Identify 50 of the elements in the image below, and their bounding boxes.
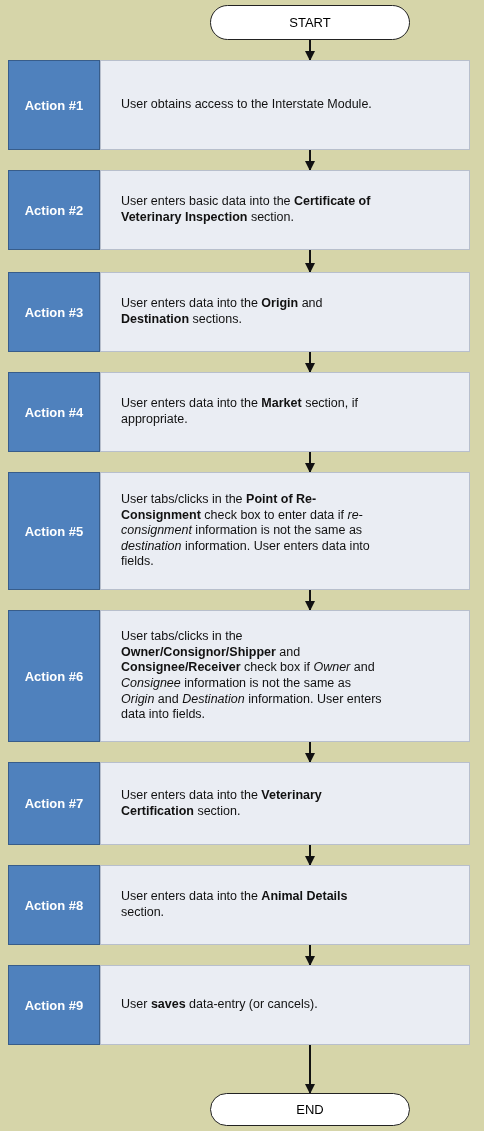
step-description: User obtains access to the Interstate Module. [121, 97, 373, 113]
action-label: Action #1 [24, 97, 84, 113]
description-box [100, 762, 470, 845]
step-description: User tabs/clicks in the Point of Re-Consignment check box to enter data if re-consignment information is not the same as destination information. User enters data into fields. [121, 491, 371, 571]
action-box [8, 610, 100, 742]
action-label: Action #6 [24, 668, 84, 684]
action-box [8, 372, 100, 452]
description-box [100, 170, 470, 250]
step-description: User enters data into the Market section, if appropriate. [121, 396, 359, 428]
step-description: User enters basic data into the Certificate of Veterinary Inspection section. [121, 194, 372, 226]
description-box [100, 965, 470, 1045]
terminal-label: END [296, 1102, 324, 1117]
action-box [8, 472, 100, 590]
action-label: Action #9 [24, 997, 84, 1013]
arrow [305, 844, 315, 866]
step-description: User enters data into the Origin and Destination sections. [121, 296, 324, 328]
terminal-label: START [289, 15, 331, 30]
step-description: User enters data into the Veterinary Certification section. [121, 787, 323, 820]
action-box [8, 865, 100, 945]
start-terminal [210, 5, 410, 40]
arrow [305, 149, 315, 171]
action-label: Action #8 [24, 897, 84, 913]
description-box [100, 472, 470, 590]
action-label: Action #5 [24, 523, 84, 539]
action-label: Action #7 [24, 796, 84, 811]
arrow [305, 944, 315, 966]
step-description: User enters data into the Animal Details section. [121, 889, 349, 921]
action-box [8, 762, 100, 845]
description-box [100, 610, 470, 742]
end-terminal [210, 1093, 410, 1126]
arrow [305, 589, 315, 611]
description-box [100, 60, 470, 150]
action-label: Action #3 [24, 304, 84, 320]
description-box [100, 865, 470, 945]
arrow [305, 1044, 315, 1094]
action-box [8, 965, 100, 1045]
arrow [305, 741, 315, 763]
description-box [100, 372, 470, 452]
arrow [305, 39, 315, 61]
action-box [8, 60, 100, 150]
step-description: User saves data-entry (or cancels). [121, 997, 319, 1013]
arrow [305, 451, 315, 473]
action-box [8, 170, 100, 250]
action-label: Action #4 [24, 404, 84, 420]
step-description: User tabs/clicks in the Owner/Consignor/Shipper and Consignee/Receiver check box if Owner and Consignee information is not the same as Origin and Destination information. User enters data into fields. [121, 629, 383, 723]
description-box [100, 272, 470, 352]
arrow [305, 351, 315, 373]
action-box [8, 272, 100, 352]
action-label: Action #2 [24, 202, 84, 218]
arrow [305, 249, 315, 273]
